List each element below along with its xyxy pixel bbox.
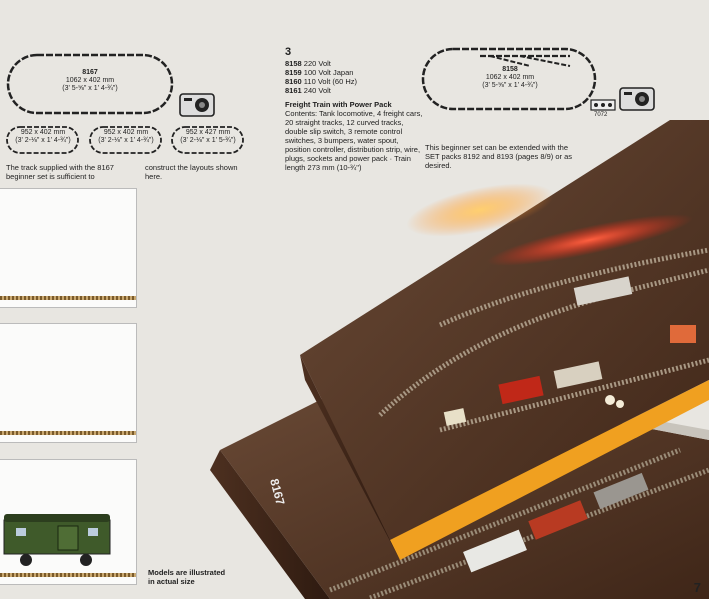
layout-code: 8158: [502, 66, 518, 73]
small-layout-inches: (3' 2-⅛" x 1' 4-¾"): [98, 137, 154, 144]
set-description: Contents: Tank locomotive, 4 freight car…: [285, 109, 423, 172]
illustration-panel-1: [0, 188, 137, 308]
illustration-panel-2: [0, 323, 137, 443]
track-layout-8167: [6, 53, 174, 115]
track-layout-8158: [421, 47, 597, 111]
page-number: 7: [693, 580, 701, 595]
set-number: 3: [285, 46, 292, 58]
small-layout-inches: (3' 2-⅛" x 1' 5-¾"): [180, 137, 236, 144]
accessory-label: 7072: [594, 112, 608, 118]
layout-size: 1062 x 402 mm: [485, 74, 535, 81]
set-title: Freight Train with Power Pack: [285, 100, 392, 109]
extension-note: This beginner set can be extended with t…: [425, 143, 573, 170]
distribution-strip-icon: [590, 99, 616, 111]
track-layout-small-2: [89, 126, 162, 154]
layout-size: 1062 x 402 mm: [65, 77, 115, 84]
small-layout-inches: (3' 2-⅛" x 1' 4-¾"): [15, 137, 71, 144]
small-layout-size: 952 x 402 mm: [103, 129, 149, 136]
upper-box: [300, 120, 709, 560]
small-layout-size: 952 x 402 mm: [20, 129, 66, 136]
power-pack-icon: [619, 87, 655, 111]
variant-row: 8159 100 Volt Japan: [285, 68, 354, 77]
track-layout-small-1: [6, 126, 79, 154]
box-side-label: 8167: [267, 477, 288, 507]
track-layout-small-3: [171, 126, 244, 154]
power-pack-icon: [179, 93, 215, 117]
track-caption-continued: construct the layouts shown here.: [145, 163, 238, 181]
variant-row: 8161 240 Volt: [285, 86, 331, 95]
models-caption: Models are illustrated in actual size: [148, 568, 226, 586]
variant-row: 8160 110 Volt (60 Hz): [285, 77, 358, 86]
layout-inches: (3' 5-⅝" x 1' 4-¾"): [62, 85, 118, 92]
illustration-panel-3: [0, 459, 137, 585]
product-boxes: 8167: [210, 120, 709, 599]
track-caption: The track supplied with the 8167 beginne…: [6, 163, 114, 181]
layout-code: 8167: [82, 69, 98, 76]
small-layout-size: 952 x 427 mm: [185, 129, 231, 136]
variant-row: 8158 220 Volt: [285, 59, 331, 68]
layout-inches: (3' 5-⅝" x 1' 4-¾"): [482, 82, 538, 89]
freight-car-illustration: [3, 514, 111, 566]
